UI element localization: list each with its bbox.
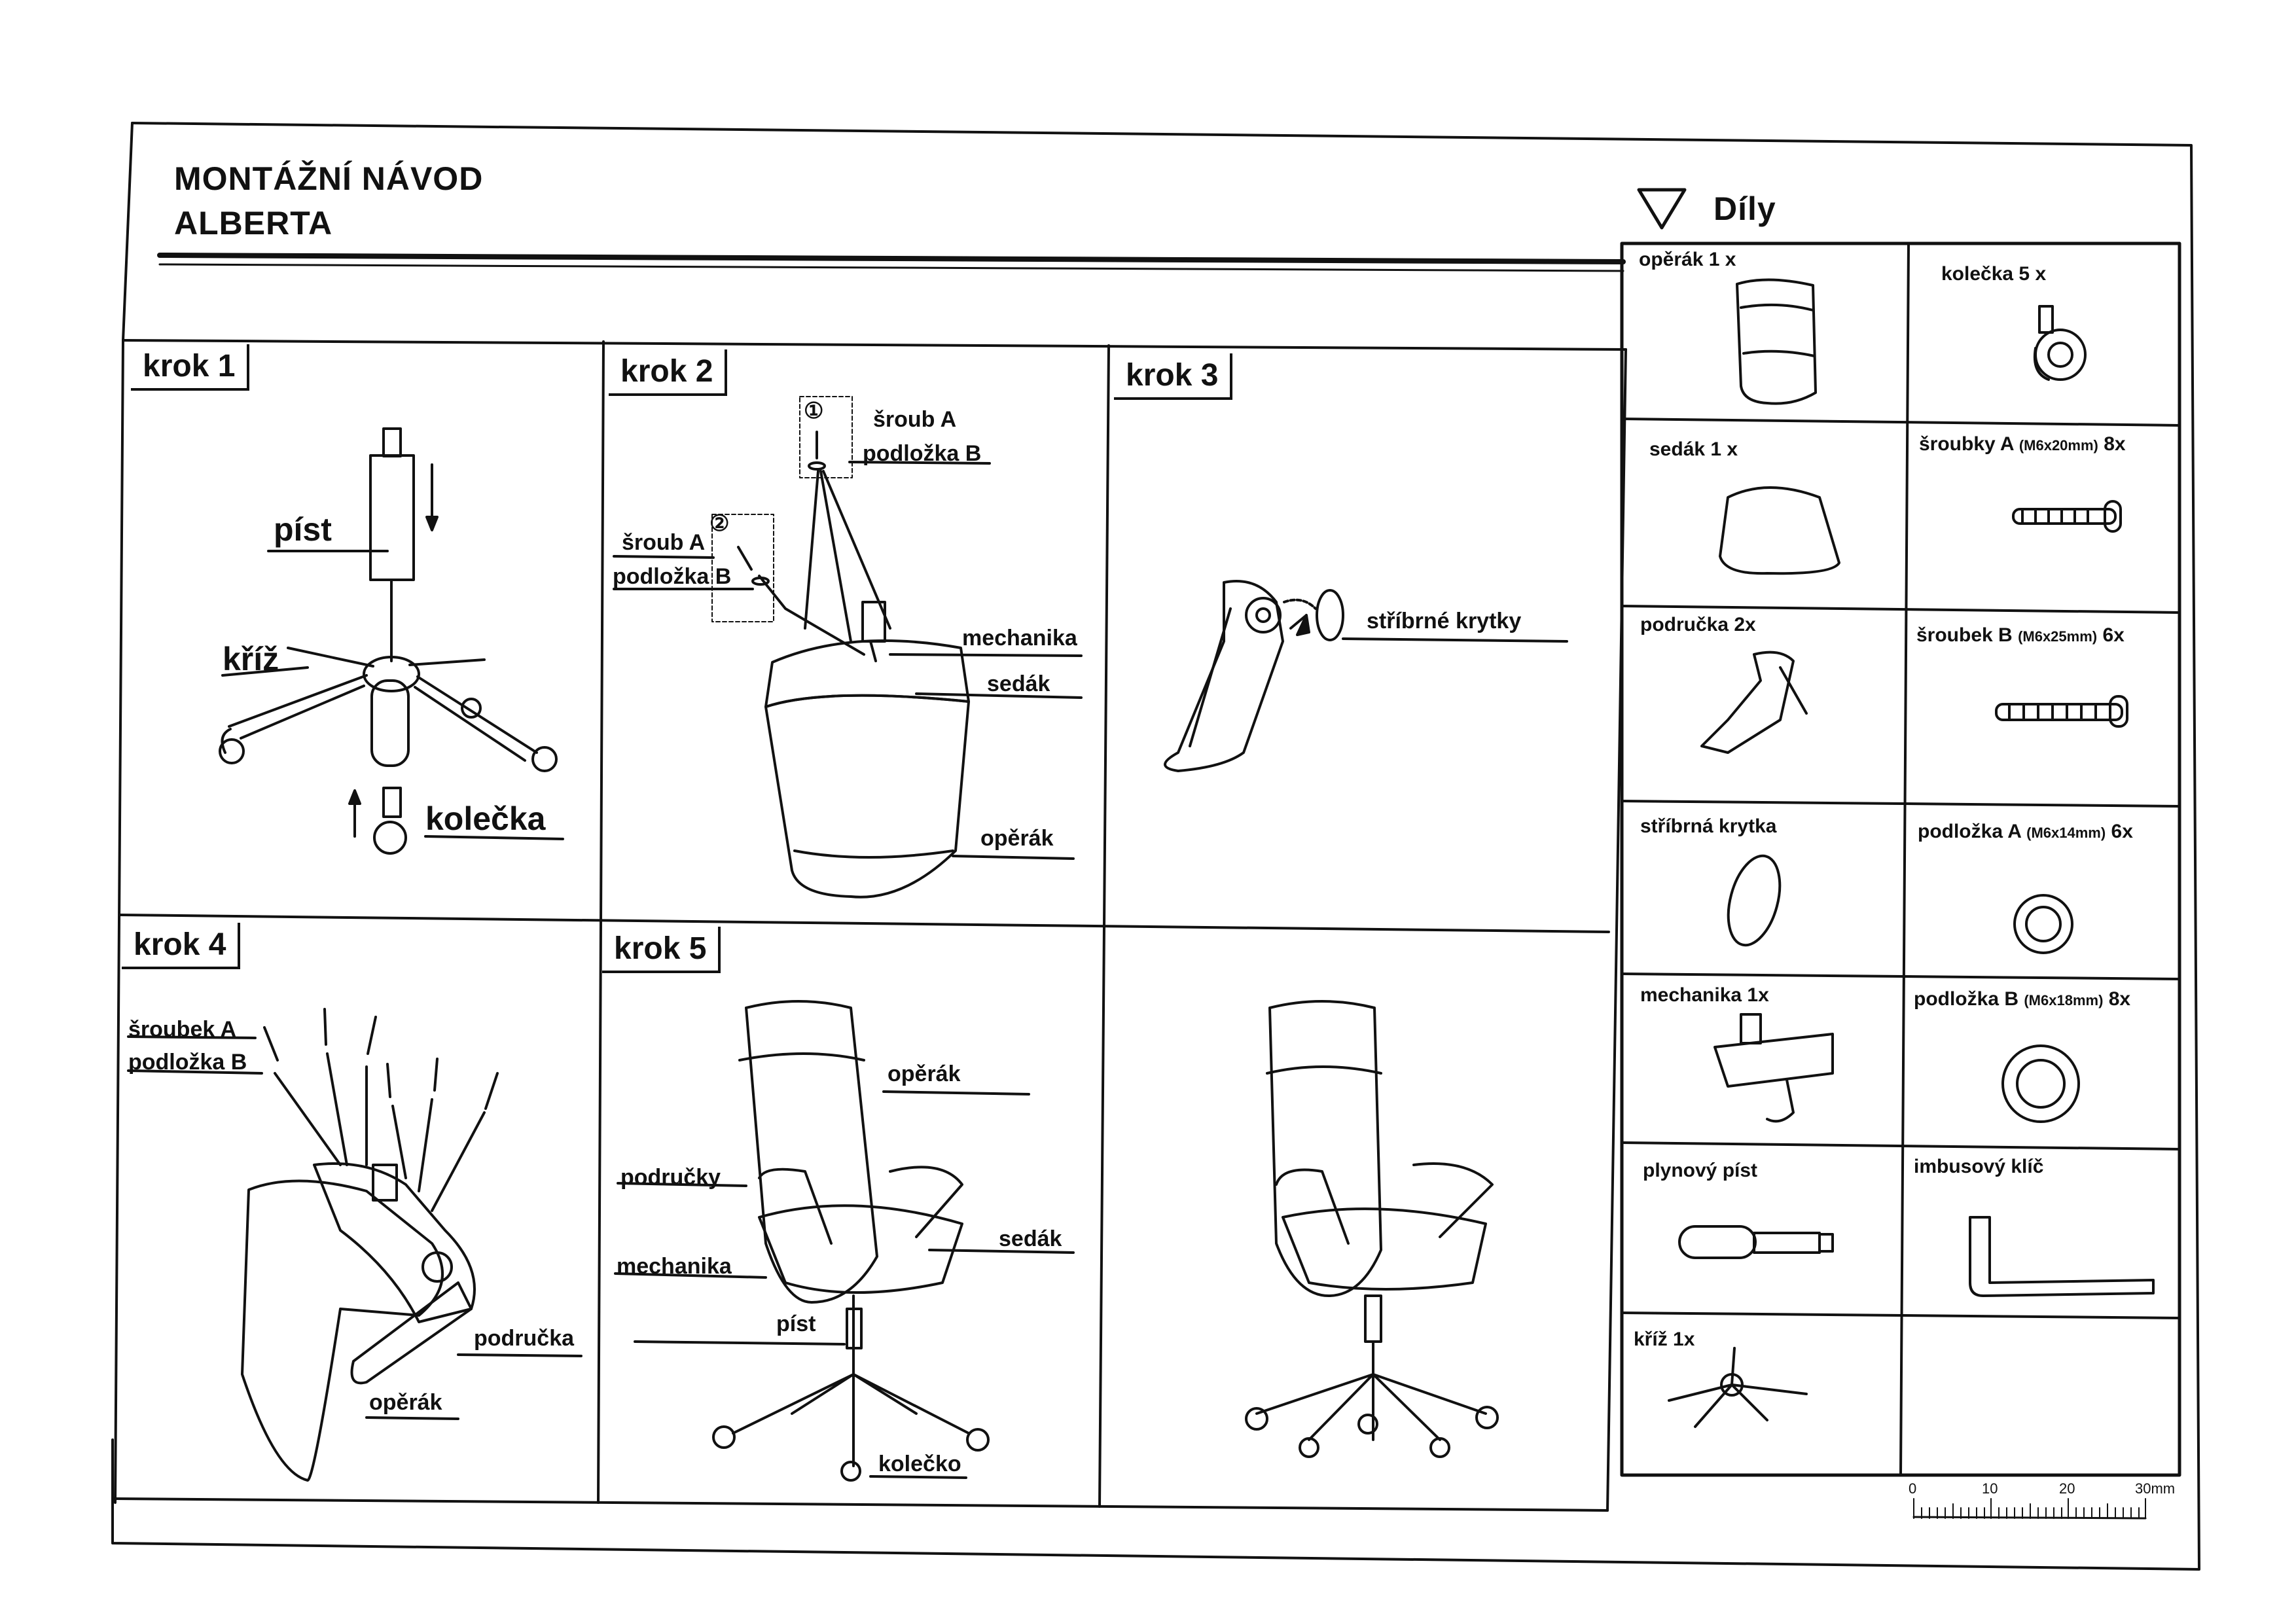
step-5-piston-label: píst xyxy=(776,1311,816,1336)
step-2-label: krok 2 xyxy=(609,349,728,396)
step-5-label: krok 5 xyxy=(602,927,721,973)
step-2-mechanism-label: mechanika xyxy=(962,626,1077,651)
part-washer-b-spec: (M6x18mm) xyxy=(2024,992,2104,1008)
doc-subtitle: ALBERTA xyxy=(174,205,333,241)
parts-title: Díly xyxy=(1713,190,1776,227)
step-5-armrests-label: područky xyxy=(620,1165,721,1190)
step-4-washer-b: podložka B xyxy=(128,1050,247,1075)
part-mechanism: mechanika 1x xyxy=(1640,984,1769,1006)
step-1-label: krok 1 xyxy=(131,344,250,391)
step-1-base-label: kříž xyxy=(223,641,279,677)
step-3-label: krok 3 xyxy=(1114,353,1233,400)
part-gas-piston: plynový píst xyxy=(1643,1160,1758,1181)
step-2-circle-2: ② xyxy=(709,511,730,536)
step-2-screw-a-1: šroub A xyxy=(873,407,957,432)
part-base: kříž 1x xyxy=(1634,1329,1695,1350)
step-5-backrest-label: opěrák xyxy=(888,1061,961,1086)
part-screws-a-qty: 8x xyxy=(2104,433,2126,455)
part-wheels: kolečka 5 x xyxy=(1941,263,2047,285)
part-allen-key: imbusový klíč xyxy=(1914,1156,2044,1177)
part-washer-b-qty: 8x xyxy=(2108,988,2131,1010)
step-2-seat-label: sedák xyxy=(987,671,1050,696)
step-1-wheels-label: kolečka xyxy=(425,800,546,837)
step-4-armrest-label: područka xyxy=(474,1326,575,1351)
part-washer-a: podložka A (M6x14mm) 6x xyxy=(1918,821,2133,843)
step-1-piston-label: píst xyxy=(274,511,332,548)
step-2-circle-1: ① xyxy=(804,399,824,423)
part-cap: stříbrná krytka xyxy=(1640,815,1777,837)
step-2-washer-b-2: podložka B xyxy=(613,564,732,589)
part-screws-a: šroubky A (M6x20mm) 8x xyxy=(1919,433,2126,455)
part-screws-a-name: šroubky A xyxy=(1919,433,2014,455)
step-2-washer-b-1: podložka B xyxy=(863,441,982,466)
step-4-backrest-label: opěrák xyxy=(369,1390,442,1415)
ruler-tick-10: 10 xyxy=(1982,1480,1998,1497)
doc-title: MONTÁŽNÍ NÁVOD xyxy=(174,160,484,197)
step-4-screw-a: šroubek A xyxy=(128,1017,237,1042)
step-2-backrest-label: opěrák xyxy=(980,826,1054,851)
ruler-tick-20: 20 xyxy=(2059,1480,2075,1497)
part-washer-a-qty: 6x xyxy=(2111,821,2133,842)
step-5-seat-label: sedák xyxy=(999,1226,1062,1251)
step-5-mechanism-label: mechanika xyxy=(617,1254,732,1279)
part-armrest: područka 2x xyxy=(1640,614,1756,635)
step-2-screw-a-2: šroub A xyxy=(622,530,706,555)
part-washer-b: podložka B (M6x18mm) 8x xyxy=(1914,988,2130,1010)
part-washer-a-name: podložka A xyxy=(1918,821,2021,842)
part-washer-b-name: podložka B xyxy=(1914,988,2019,1010)
step-3-caps-label: stříbrné krytky xyxy=(1367,609,1522,633)
step-5-wheels-label: kolečko xyxy=(878,1452,961,1476)
part-backrest: opěrák 1 x xyxy=(1639,249,1736,270)
step-4-label: krok 4 xyxy=(122,923,241,969)
part-screw-b-name: šroubek B xyxy=(1916,624,2013,646)
part-screw-b: šroubek B (M6x25mm) 6x xyxy=(1916,624,2125,647)
part-seat: sedák 1 x xyxy=(1649,438,1738,460)
ruler-tick-30: 30mm xyxy=(2135,1480,2176,1497)
ruler-tick-0: 0 xyxy=(1909,1480,1917,1497)
part-washer-a-spec: (M6x14mm) xyxy=(2026,825,2106,841)
part-screw-b-qty: 6x xyxy=(2102,624,2125,646)
part-screw-b-spec: (M6x25mm) xyxy=(2018,628,2098,645)
part-screws-a-spec: (M6x20mm) xyxy=(2018,437,2098,454)
